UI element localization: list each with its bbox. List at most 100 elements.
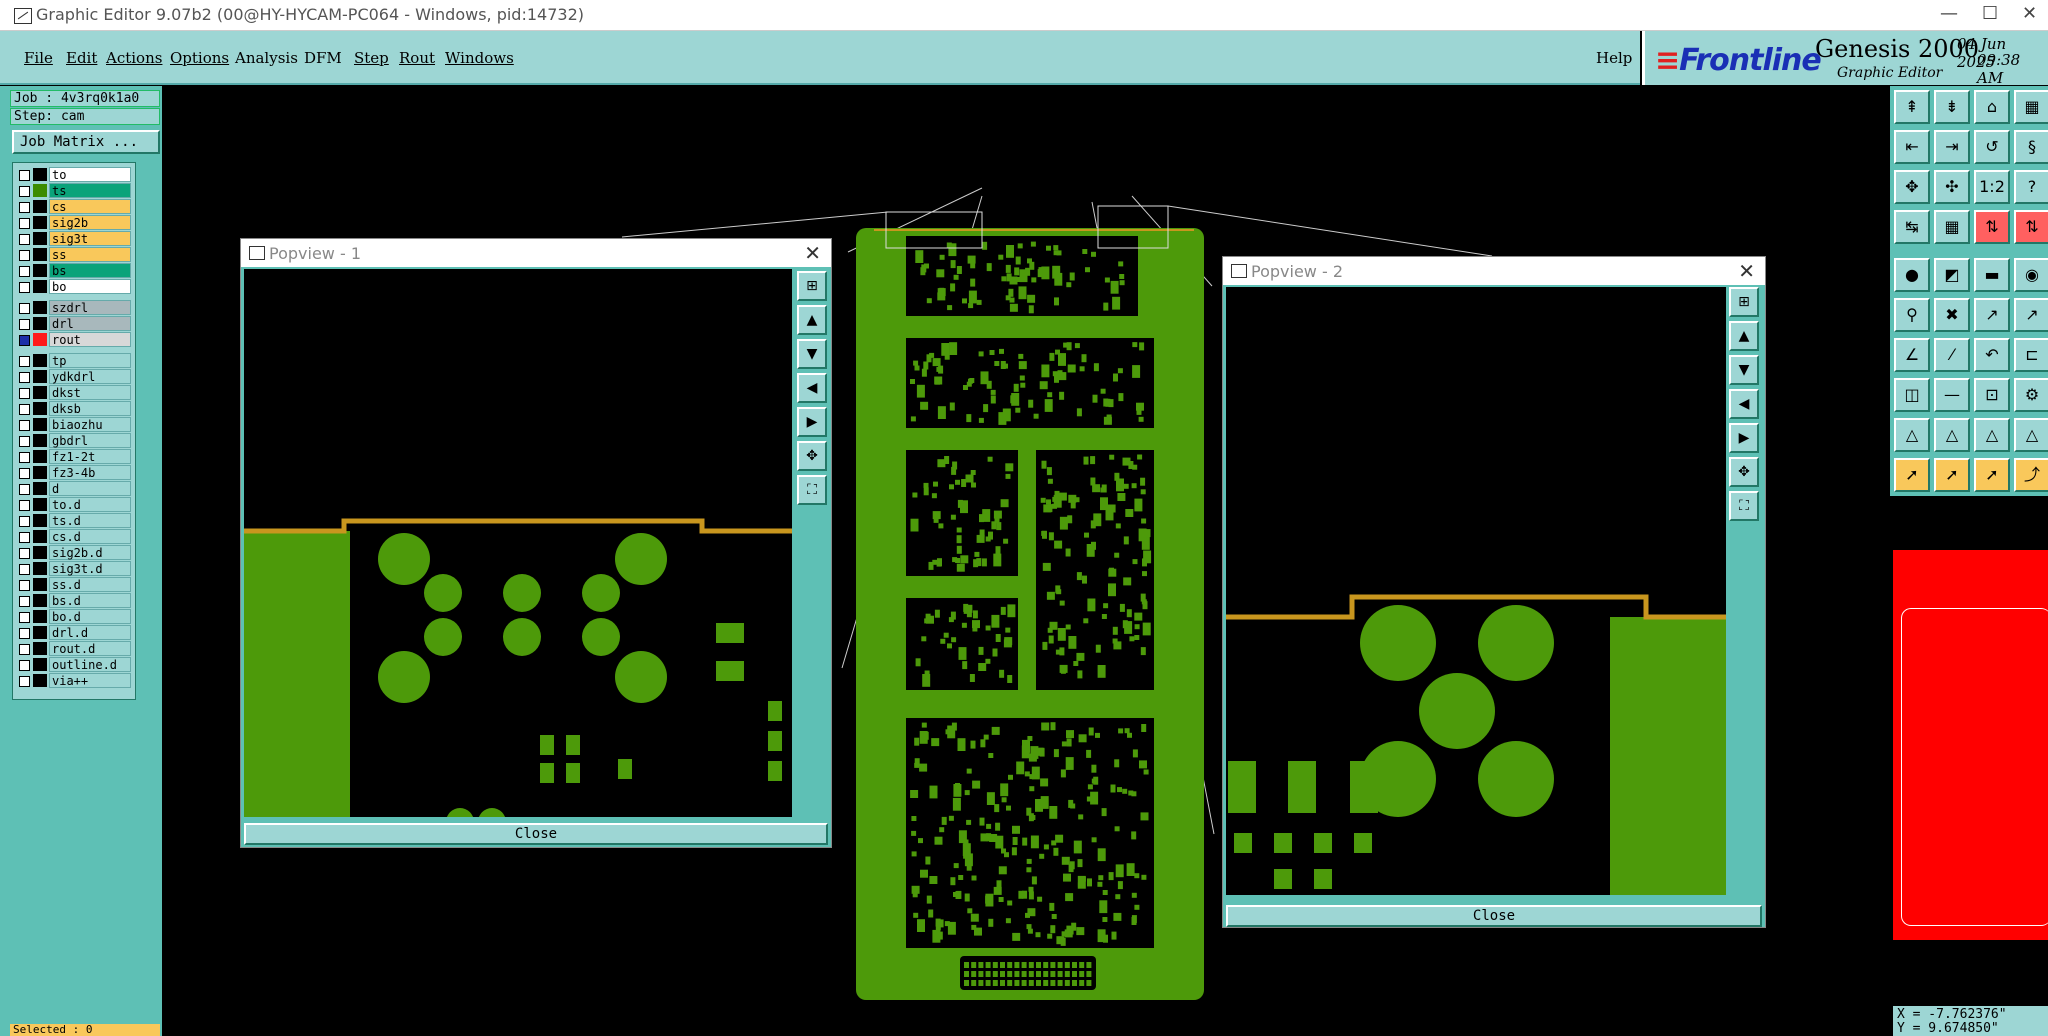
menu-step[interactable]: Step: [354, 49, 389, 67]
popview-fit-icon[interactable]: ✥: [797, 441, 827, 471]
layer-row-rout[interactable]: rout: [13, 332, 135, 348]
layer-color-swatch[interactable]: [33, 402, 47, 415]
layer-checkbox[interactable]: [19, 266, 30, 277]
menu-options[interactable]: Options: [170, 49, 230, 67]
layer-name[interactable]: szdrl: [49, 300, 131, 315]
view-tool-icon-4[interactable]: ▦: [2014, 90, 2048, 124]
line-tool-icon-3[interactable]: ↶: [1974, 338, 2010, 372]
layer-checkbox[interactable]: [19, 202, 30, 213]
job-matrix-button[interactable]: Job Matrix ...: [12, 130, 160, 154]
layer-row-sig2b-d[interactable]: sig2b.d: [13, 545, 135, 561]
layer-name[interactable]: ts: [49, 183, 131, 198]
layer-name[interactable]: gbdrl: [49, 433, 131, 448]
layer-row-via-[interactable]: via++: [13, 673, 135, 689]
layer-checkbox[interactable]: [19, 644, 30, 655]
layer-color-swatch[interactable]: [33, 610, 47, 623]
layer-row-bo[interactable]: bo: [13, 279, 135, 295]
layer-name[interactable]: ts.d: [49, 513, 131, 528]
layer-row-dksb[interactable]: dksb: [13, 401, 135, 417]
layer-name[interactable]: bs: [49, 263, 131, 278]
layer-name[interactable]: to.d: [49, 497, 131, 512]
layer-color-swatch[interactable]: [33, 482, 47, 495]
menu-analysis[interactable]: Analysis: [235, 49, 298, 67]
layer-name[interactable]: rout: [49, 332, 131, 347]
layer-checkbox[interactable]: [19, 356, 30, 367]
pad-tool-icon-1[interactable]: ●: [1894, 258, 1930, 292]
layer-color-swatch[interactable]: [33, 317, 47, 330]
pad-tool-icon-3[interactable]: ▬: [1974, 258, 2010, 292]
move-tool-icon-2[interactable]: ⇥: [1934, 130, 1970, 164]
layer-row-drl[interactable]: drl: [13, 316, 135, 332]
line-tool-icon-4[interactable]: ⊏: [2014, 338, 2048, 372]
layer-name[interactable]: d: [49, 481, 131, 496]
layer-color-swatch[interactable]: [33, 674, 47, 687]
layer-checkbox[interactable]: [19, 612, 30, 623]
layer-color-swatch[interactable]: [33, 562, 47, 575]
layer-row-cs[interactable]: cs: [13, 199, 135, 215]
popview-pan-down-icon[interactable]: ▼: [1729, 355, 1759, 385]
snap-tool-icon-2[interactable]: ✖: [1934, 298, 1970, 332]
layer-color-swatch[interactable]: [33, 466, 47, 479]
shape-tool-icon-3[interactable]: △: [1974, 418, 2010, 452]
menu-windows[interactable]: Windows: [445, 49, 514, 67]
move-tool-icon-4[interactable]: §: [2014, 130, 2048, 164]
layer-name[interactable]: bo: [49, 279, 131, 294]
layer-row-sig3t[interactable]: sig3t: [13, 231, 135, 247]
view-tool-icon-3[interactable]: ⌂: [1974, 90, 2010, 124]
layer-color-swatch[interactable]: [33, 301, 47, 314]
popview-pan-up-icon[interactable]: ▲: [1729, 321, 1759, 351]
layer-name[interactable]: via++: [49, 673, 131, 688]
layer-row-to-d[interactable]: to.d: [13, 497, 135, 513]
pad-tool-icon-2[interactable]: ◩: [1934, 258, 1970, 292]
layer-color-swatch[interactable]: [33, 333, 47, 346]
popview-zoom-fit-icon[interactable]: ⛶: [1729, 491, 1759, 521]
layer-name[interactable]: sig3t.d: [49, 561, 131, 576]
layer-checkbox[interactable]: [19, 234, 30, 245]
select-tool-icon-4[interactable]: ⤴: [2014, 458, 2048, 492]
line-tool-icon-1[interactable]: ∠: [1894, 338, 1930, 372]
select-tool-icon-3[interactable]: ➚: [1974, 458, 2010, 492]
layer-tool-icon-3[interactable]: ⇅: [1974, 210, 2010, 244]
layer-row-sig3t-d[interactable]: sig3t.d: [13, 561, 135, 577]
layer-name[interactable]: ss.d: [49, 577, 131, 592]
layer-color-swatch[interactable]: [33, 546, 47, 559]
layer-checkbox[interactable]: [19, 170, 30, 181]
layer-name[interactable]: sig3t: [49, 231, 131, 246]
view-tool-icon-1[interactable]: ⇞: [1894, 90, 1930, 124]
popview-2-close-button[interactable]: Close: [1226, 905, 1762, 927]
layer-row-ss-d[interactable]: ss.d: [13, 577, 135, 593]
popview-pan-right-icon[interactable]: ▶: [1729, 423, 1759, 453]
layer-color-swatch[interactable]: [33, 658, 47, 671]
menu-actions[interactable]: Actions: [106, 49, 163, 67]
layer-color-swatch[interactable]: [33, 418, 47, 431]
layer-row-rout-d[interactable]: rout.d: [13, 641, 135, 657]
popview-pan-up-icon[interactable]: ▲: [797, 305, 827, 335]
view-tool-icon-2[interactable]: ⇟: [1934, 90, 1970, 124]
popview-1-canvas[interactable]: [244, 269, 792, 817]
layer-color-swatch[interactable]: [33, 168, 47, 181]
arc-tool-icon-3[interactable]: ⊡: [1974, 378, 2010, 412]
layer-checkbox[interactable]: [19, 532, 30, 543]
line-tool-icon-2[interactable]: ⁄: [1934, 338, 1970, 372]
layer-row-ts[interactable]: ts: [13, 183, 135, 199]
layer-checkbox[interactable]: [19, 564, 30, 575]
layer-name[interactable]: cs.d: [49, 529, 131, 544]
layer-color-swatch[interactable]: [33, 626, 47, 639]
zoom-tool-icon-2[interactable]: ✣: [1934, 170, 1970, 204]
zoom-tool-icon-3[interactable]: 1:2: [1974, 170, 2010, 204]
popview-fit-icon[interactable]: ✥: [1729, 457, 1759, 487]
shape-tool-icon-1[interactable]: △: [1894, 418, 1930, 452]
layer-color-swatch[interactable]: [33, 232, 47, 245]
layer-checkbox[interactable]: [19, 319, 30, 330]
layer-color-swatch[interactable]: [33, 642, 47, 655]
layer-checkbox[interactable]: [19, 660, 30, 671]
shape-tool-icon-4[interactable]: △: [2014, 418, 2048, 452]
layer-row-ts-d[interactable]: ts.d: [13, 513, 135, 529]
layer-name[interactable]: drl.d: [49, 625, 131, 640]
layer-row-bs-d[interactable]: bs.d: [13, 593, 135, 609]
layer-row-biaozhu[interactable]: biaozhu: [13, 417, 135, 433]
zoom-box-2[interactable]: [1097, 205, 1169, 249]
arc-tool-icon-2[interactable]: —: [1934, 378, 1970, 412]
layer-name[interactable]: bs.d: [49, 593, 131, 608]
layer-name[interactable]: ydkdrl: [49, 369, 131, 384]
